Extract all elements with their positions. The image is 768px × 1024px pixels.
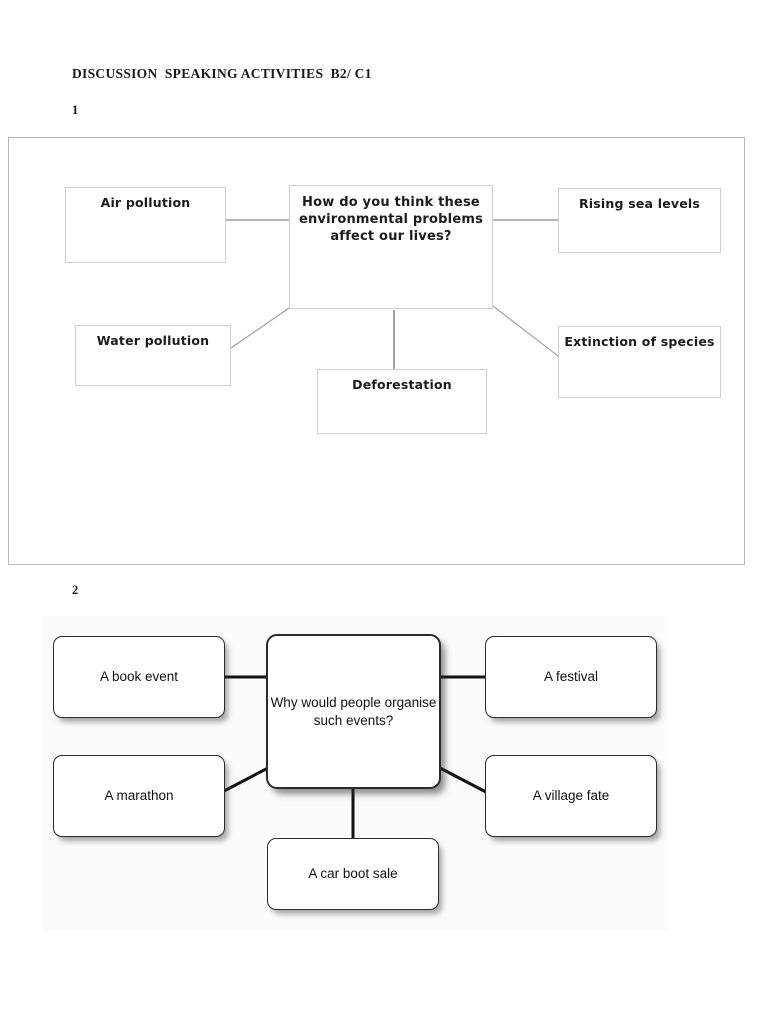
diagram-1-node-deforestation: Deforestation bbox=[317, 369, 487, 434]
connector-water-pollution bbox=[230, 305, 293, 349]
diagram-1-node-extinction-of-species-label: Extinction of species bbox=[564, 334, 715, 349]
diagram-1-center-node: How do you think these environmental pro… bbox=[289, 185, 493, 309]
diagram-2-node-a-village-fate: A village fate bbox=[485, 755, 657, 837]
connector-extinction-of-species bbox=[492, 305, 559, 357]
diagram-1-center-label: How do you think these environmental pro… bbox=[298, 195, 484, 244]
diagram-1-node-air-pollution-label: Air pollution bbox=[100, 195, 191, 210]
diagram-2-connectors bbox=[223, 675, 487, 838]
diagram-2-node-a-festival-label: A festival bbox=[543, 669, 599, 685]
connector-a-marathon bbox=[223, 766, 269, 793]
section-number-2: 2 bbox=[72, 583, 79, 597]
diagram-2-node-a-marathon: A marathon bbox=[53, 755, 225, 837]
diagram-1-node-rising-sea-levels: Rising sea levels bbox=[558, 188, 721, 253]
connector-a-village-fate bbox=[439, 766, 487, 794]
diagram-2-node-a-village-fate-label: A village fate bbox=[532, 788, 610, 804]
diagram-2-events: Why would people organise such events? A… bbox=[42, 616, 668, 931]
diagram-2-center-label: Why would people organise such events? bbox=[270, 694, 437, 728]
diagram-2-node-a-book-event: A book event bbox=[53, 636, 225, 718]
diagram-1-environmental-problems: How do you think these environmental pro… bbox=[8, 137, 745, 565]
diagram-2-center-node: Why would people organise such events? bbox=[266, 634, 441, 789]
section-number-1: 1 bbox=[72, 103, 79, 117]
page-title: DISCUSSION SPEAKING ACTIVITIES B2/ C1 bbox=[72, 66, 372, 81]
diagram-1-node-rising-sea-levels-label: Rising sea levels bbox=[578, 196, 701, 211]
diagram-1-node-air-pollution: Air pollution bbox=[65, 187, 226, 263]
diagram-2-node-a-car-boot-sale: A car boot sale bbox=[267, 838, 439, 910]
diagram-2-node-a-festival: A festival bbox=[485, 636, 657, 718]
diagram-2-node-a-marathon-label: A marathon bbox=[104, 788, 174, 804]
diagram-1-node-extinction-of-species: Extinction of species bbox=[558, 326, 721, 398]
diagram-1-node-water-pollution-label: Water pollution bbox=[96, 333, 210, 348]
diagram-2-node-a-book-event-label: A book event bbox=[99, 669, 179, 685]
diagram-1-node-water-pollution: Water pollution bbox=[75, 325, 231, 386]
diagram-2-node-a-car-boot-sale-label: A car boot sale bbox=[308, 866, 398, 882]
diagram-1-node-deforestation-label: Deforestation bbox=[352, 377, 452, 392]
diagram-1-connectors bbox=[226, 219, 559, 369]
